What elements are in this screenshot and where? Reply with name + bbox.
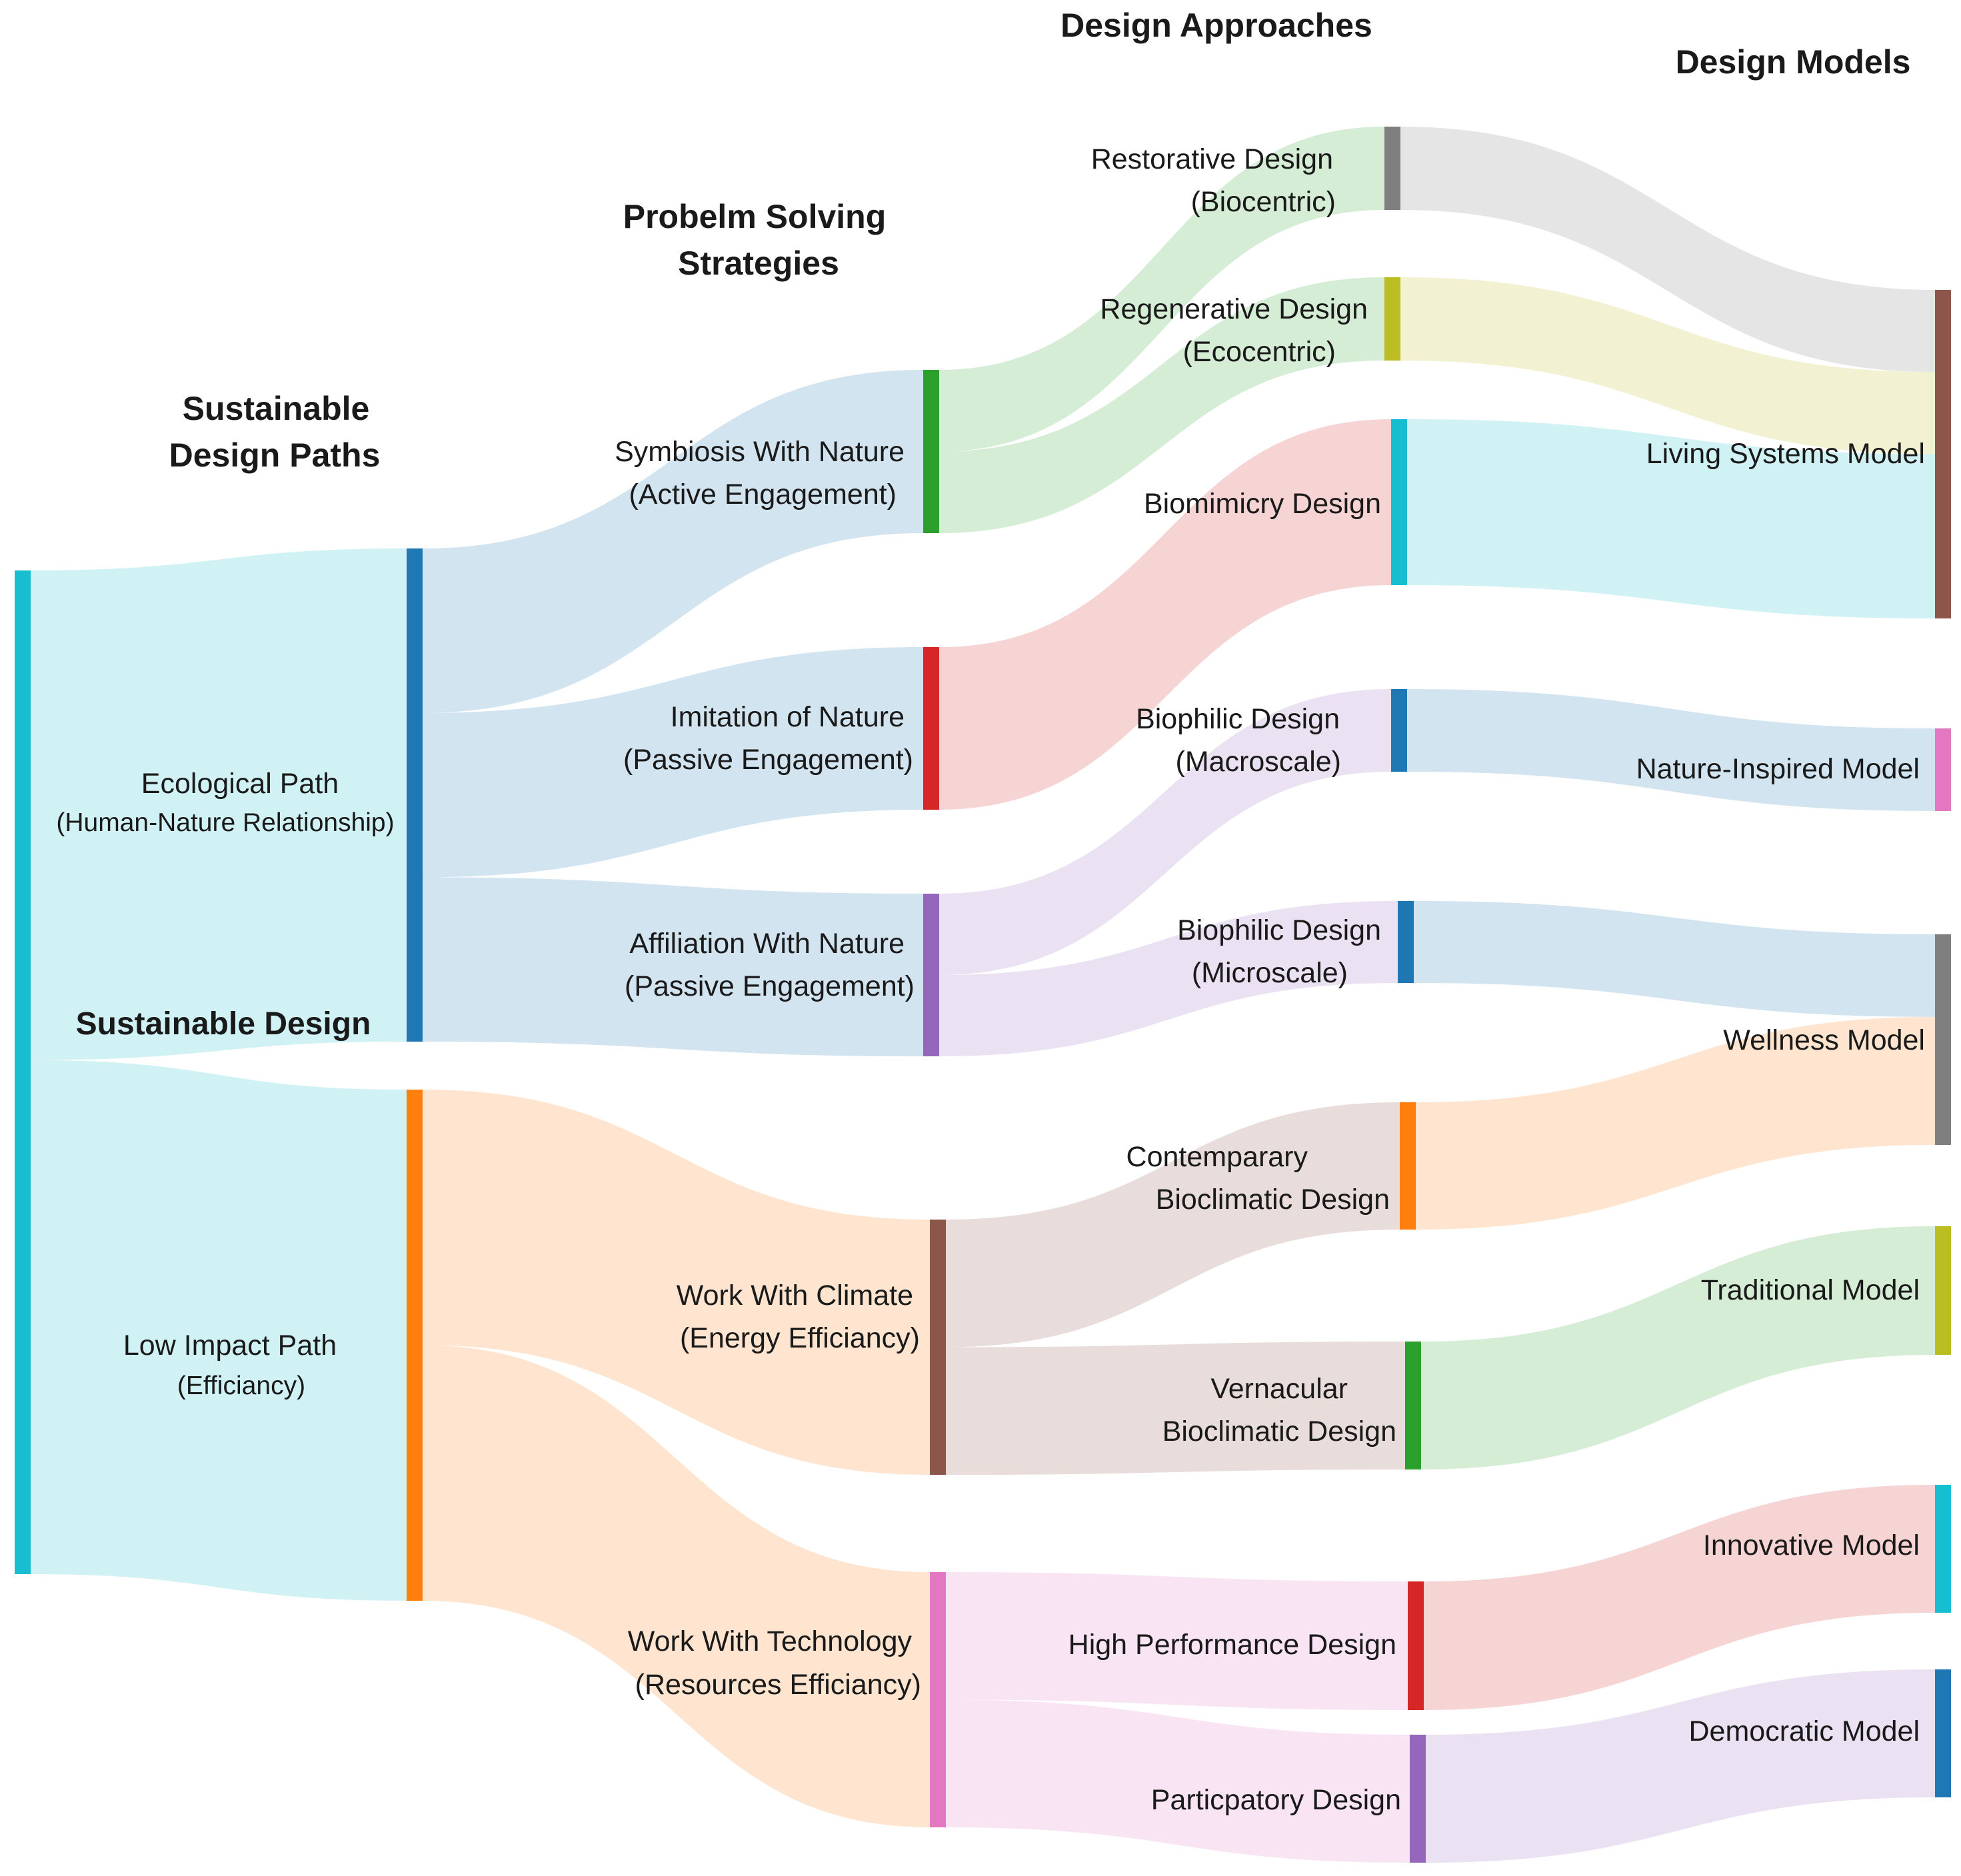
node-label-biophilic-macro: Biophilic Design xyxy=(1136,703,1340,735)
node-bar-sym xyxy=(923,370,939,533)
node-bar-nature xyxy=(1935,728,1951,811)
node-sublabel-work-with-climate: (Energy Efficiancy) xyxy=(680,1322,920,1354)
node-label-high-performance: High Performance Design xyxy=(1068,1629,1396,1661)
node-label-nature-inspired: Nature-Inspired Model xyxy=(1636,753,1920,785)
node-bar-rest xyxy=(1384,127,1400,210)
flow-sym-to-rest xyxy=(939,127,1384,452)
flow-low-to-clim xyxy=(423,1090,930,1475)
nodes xyxy=(15,127,1951,1863)
node-bar-imi xyxy=(923,647,939,810)
flow-bmac-to-nature xyxy=(1407,689,1935,811)
node-bar-bmac xyxy=(1391,689,1407,772)
node-bar-vern xyxy=(1405,1342,1421,1469)
flows xyxy=(31,127,1935,1863)
node-label-ecological-path: Ecological Path xyxy=(141,768,339,800)
header-design-models: Design Models xyxy=(1676,43,1911,81)
flow-low-to-tech xyxy=(423,1345,930,1827)
node-label-affiliation: Affiliation With Nature xyxy=(629,928,905,960)
node-label-biomimicry: Biomimicry Design xyxy=(1144,488,1381,520)
node-bar-low xyxy=(407,1090,423,1601)
node-sublabel-ecological-path: (Human-Nature Relationship) xyxy=(56,808,394,837)
node-sublabel-contemporary: Bioclimatic Design xyxy=(1156,1184,1390,1216)
flow-sym-to-regen xyxy=(939,277,1384,533)
node-label-biophilic-micro: Biophilic Design xyxy=(1177,914,1381,946)
flow-tech-to-part xyxy=(946,1699,1410,1863)
node-label-traditional: Traditional Model xyxy=(1701,1274,1920,1306)
node-bar-demo xyxy=(1935,1669,1951,1797)
node-sublabel-biophilic-macro: (Macroscale) xyxy=(1176,746,1342,778)
node-sublabel-vernacular: Bioclimatic Design xyxy=(1162,1415,1396,1447)
node-bar-sd xyxy=(15,570,31,1574)
node-bar-well xyxy=(1935,934,1951,1145)
flow-bmic-to-well xyxy=(1414,901,1935,1017)
node-label-regenerative: Regenerative Design xyxy=(1100,293,1368,325)
header-problem-solving-line2: Strategies xyxy=(678,245,839,282)
node-label-sustainable-design: Sustainable Design xyxy=(76,1006,371,1042)
node-sublabel-symbiosis: (Active Engagement) xyxy=(629,478,897,510)
node-sublabel-regenerative: (Ecocentric) xyxy=(1183,336,1336,368)
flow-tech-to-hpd xyxy=(946,1572,1408,1710)
node-bar-bmic xyxy=(1398,901,1414,983)
node-label-symbiosis: Symbiosis With Nature xyxy=(615,436,905,468)
node-label-low-impact-path: Low Impact Path xyxy=(123,1330,337,1362)
node-bar-living xyxy=(1935,290,1951,618)
node-bar-tech xyxy=(930,1572,946,1827)
node-sublabel-restorative: (Biocentric) xyxy=(1191,186,1336,218)
node-label-imitation: Imitation of Nature xyxy=(671,701,905,733)
header-design-paths-line2: Design Paths xyxy=(169,437,381,474)
node-sublabel-work-with-technology: (Resources Efficiancy) xyxy=(635,1669,921,1701)
node-label-work-with-climate: Work With Climate xyxy=(677,1280,913,1312)
node-label-vernacular: Vernacular xyxy=(1210,1373,1348,1405)
flow-vern-to-trad xyxy=(1421,1226,1935,1469)
flow-aff-to-bmic xyxy=(939,901,1398,1056)
node-label-wellness: Wellness Model xyxy=(1723,1024,1925,1056)
node-label-work-with-technology: Work With Technology xyxy=(628,1625,913,1657)
flow-eco-to-aff xyxy=(423,877,923,1056)
node-sublabel-imitation: (Passive Engagement) xyxy=(623,744,913,776)
flow-eco-to-sym xyxy=(423,370,923,713)
node-bar-cont xyxy=(1400,1102,1416,1230)
node-label-democratic: Democratic Model xyxy=(1689,1715,1920,1747)
node-bar-regen xyxy=(1384,277,1400,361)
node-label-contemporary: Contemparary xyxy=(1126,1141,1308,1173)
flow-biom-to-living xyxy=(1407,419,1935,618)
flow-hpd-to-innov xyxy=(1424,1485,1935,1710)
flow-clim-to-vern xyxy=(946,1342,1405,1475)
node-bar-biom xyxy=(1391,419,1407,585)
node-label-living-systems: Living Systems Model xyxy=(1646,438,1925,470)
flow-cont-to-well xyxy=(1416,1016,1935,1230)
node-sublabel-low-impact-path: (Efficiancy) xyxy=(177,1372,305,1400)
flow-eco-to-imi xyxy=(423,647,923,878)
node-bar-innov xyxy=(1935,1485,1951,1613)
flow-rest-to-living xyxy=(1400,127,1935,373)
node-bar-clim xyxy=(930,1220,946,1475)
node-bar-part xyxy=(1410,1735,1426,1863)
node-label-restorative: Restorative Design xyxy=(1091,143,1333,175)
header-design-approaches: Design Approaches xyxy=(1060,7,1372,44)
flow-regen-to-living xyxy=(1400,277,1935,455)
labels: Design Approaches Design Models Probelm … xyxy=(56,7,1925,1816)
header-design-paths-line1: Sustainable xyxy=(183,390,370,427)
node-bar-eco xyxy=(407,548,423,1042)
flow-clim-to-cont xyxy=(946,1102,1400,1348)
node-bar-hpd xyxy=(1408,1581,1424,1710)
flow-aff-to-bmac xyxy=(939,689,1391,975)
flow-imi-to-biom xyxy=(939,419,1391,810)
flow-sd-to-low xyxy=(31,1060,407,1601)
node-sublabel-biophilic-micro: (Microscale) xyxy=(1192,957,1348,989)
header-problem-solving-line1: Probelm Solving xyxy=(623,198,887,235)
node-label-participatory: Particpatory Design xyxy=(1151,1784,1401,1816)
node-bar-trad xyxy=(1935,1226,1951,1355)
node-bar-aff xyxy=(923,894,939,1056)
flow-sd-to-eco xyxy=(31,548,407,1060)
node-label-innovative: Innovative Model xyxy=(1703,1529,1920,1561)
flow-part-to-demo xyxy=(1426,1669,1935,1863)
node-sublabel-affiliation: (Passive Engagement) xyxy=(625,970,915,1002)
